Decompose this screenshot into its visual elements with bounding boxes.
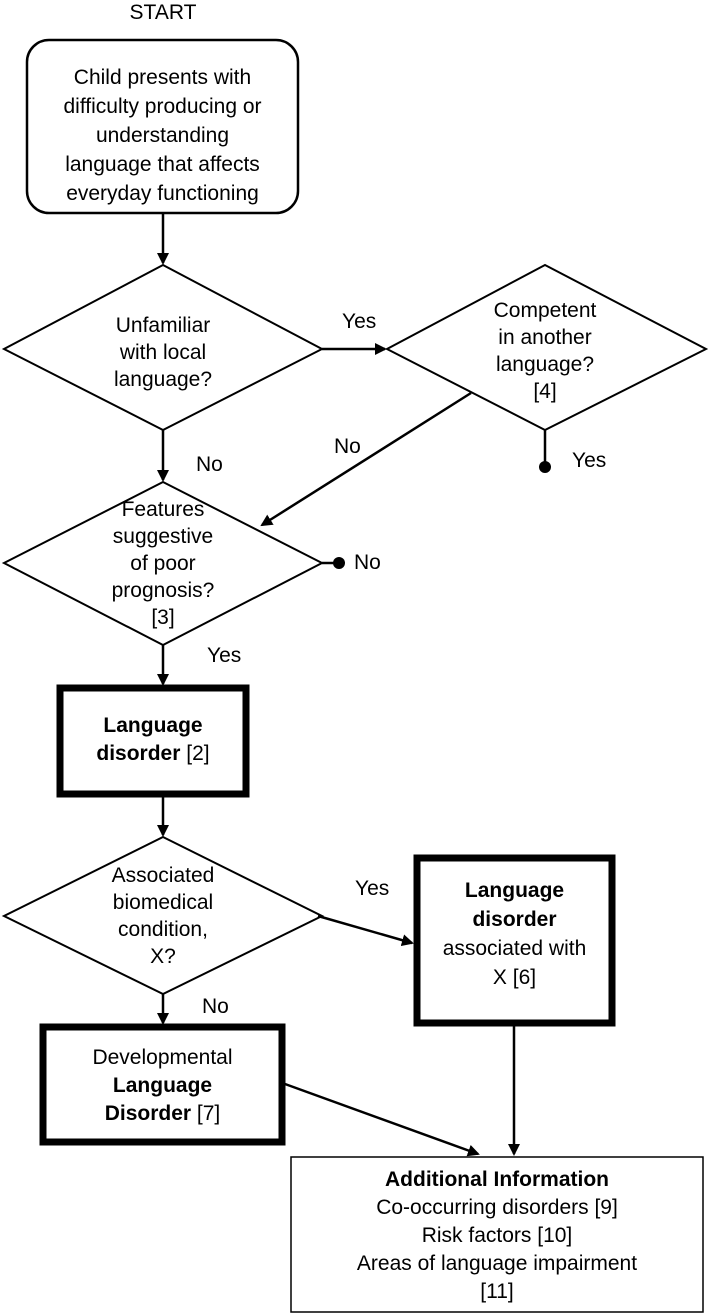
language-disorder-box-text: Language disorder [2] [60,712,246,768]
associated-bold: Language [464,879,565,902]
start-box-line: Child presents with [73,66,252,89]
start-box-line: understanding [95,124,230,147]
prognosis-line: prognosis? [111,579,215,602]
arrow-competent-no [260,391,472,527]
prognosis-line: of poor [130,552,196,575]
dld-box-text: Developmental Language Disorder [7] [43,1044,282,1128]
competent-line: [4] [533,380,557,403]
additional-title: Additional Information [385,1168,609,1191]
prognosis-line: [3] [151,606,175,629]
start-box-line: everyday functioning [66,182,259,205]
dld-bold: Language [112,1074,213,1097]
competent-line: language? [495,353,595,376]
start-label: START [129,1,197,24]
dld-line: Developmental [92,1046,233,1069]
edge-label-competent-no: No [334,435,361,458]
associated-line: X [6] [492,966,537,989]
language-disorder-ref: [2] [186,742,210,765]
edge-label-biomedical-no: No [202,995,229,1018]
unfamiliar-line: with local [119,341,207,364]
language-disorder-box-shape [56,684,250,798]
prognosis-line: suggestive [112,525,214,548]
associated-line: associated with [442,937,587,960]
prognosis-decision-text: Features suggestive of poor prognosis? [… [63,496,263,631]
dld-ref: [7] [196,1102,221,1125]
additional-box-shape [290,1156,704,1313]
unfamiliar-line: language? [113,368,213,391]
associated-bold: disorder [472,908,557,931]
edge-label-unfamiliar-no: No [196,453,223,476]
end-dot-competent-yes [539,461,551,473]
language-disorder-bold: Language [103,714,203,737]
competent-line: in another [498,326,592,349]
additional-line: Areas of language impairment [356,1252,638,1275]
edge-label-prognosis-yes: Yes [207,644,242,667]
arrow-dld-to-additional [284,1082,480,1157]
additional-box-text: Additional Information Co-occurring diso… [291,1166,703,1306]
additional-line: [11] [480,1280,514,1303]
competent-line: Competent [493,299,597,322]
biomedical-decision-text: Associated biomedical condition, X? [63,862,263,970]
edge-label-biomedical-yes: Yes [355,877,390,900]
biomedical-line: biomedical [112,891,214,914]
competent-decision-text: Competent in another language? [4] [445,297,645,405]
biomedical-line: X? [150,945,176,968]
edge-label-competent-yes: Yes [572,449,607,472]
unfamiliar-decision-text: Unfamiliar with local language? [63,312,263,393]
prognosis-line: Features [121,498,205,521]
dld-bold: Disorder [104,1102,192,1125]
start-box-line: difficulty producing or [63,95,262,118]
edge-label-prognosis-no: No [354,551,381,574]
start-box-line: language that affects [65,153,260,176]
end-dot-prognosis-no [333,557,345,569]
associated-box-text: Language disorder associated with X [6] [417,876,612,992]
start-box-text: Child presents with difficulty producing… [27,63,298,208]
associated-box-shape [413,854,616,1027]
arrow-biomedical-yes [317,914,414,947]
dld-box-shape [39,1023,286,1146]
additional-line: Co-occurring disorders [9] [376,1196,618,1219]
additional-line: Risk factors [10] [421,1224,573,1247]
language-disorder-bold: disorder [96,742,181,765]
biomedical-line: condition, [118,918,208,941]
unfamiliar-line: Unfamiliar [115,314,211,337]
biomedical-line: Associated [111,864,215,887]
edge-label-unfamiliar-yes: Yes [342,310,377,333]
